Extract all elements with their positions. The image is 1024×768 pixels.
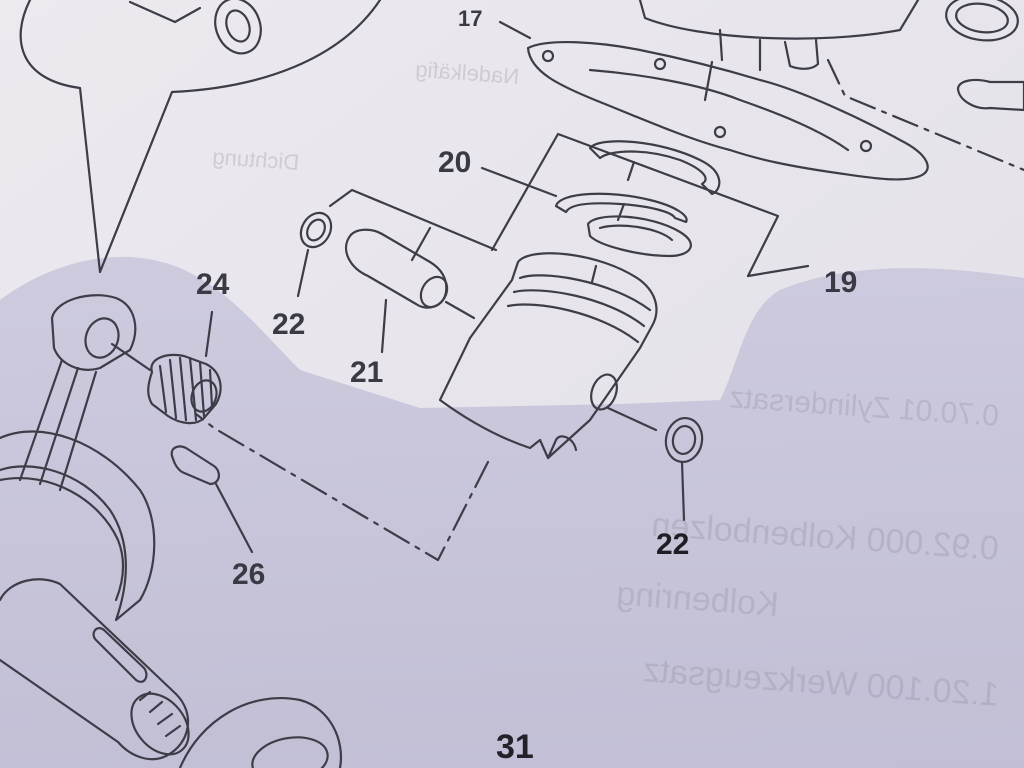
leader-17 bbox=[498, 20, 532, 40]
flywheel-edge bbox=[178, 697, 343, 768]
crankshaft-web bbox=[0, 430, 156, 622]
connecting-rod bbox=[50, 294, 137, 371]
part-label-22-left: 22 bbox=[272, 308, 306, 341]
cylinder-base bbox=[638, 0, 920, 40]
callout-balloon bbox=[19, 0, 382, 274]
bolt-top bbox=[128, 0, 202, 24]
needle-bearing bbox=[147, 353, 222, 425]
hand-shadow bbox=[0, 256, 1024, 768]
piston-pin-bore bbox=[590, 373, 618, 411]
piston-ring-lower bbox=[586, 215, 692, 258]
axis-line-left bbox=[194, 412, 490, 562]
part-label-20: 20 bbox=[438, 146, 472, 179]
part-label-22-right: 22 bbox=[656, 528, 690, 561]
piston-ring-expander bbox=[554, 192, 688, 224]
piston bbox=[438, 252, 658, 460]
piston-ring-top bbox=[588, 140, 721, 196]
circlip-left bbox=[299, 211, 333, 249]
seal-ring-right bbox=[945, 0, 1019, 42]
cylinder-gasket bbox=[526, 41, 929, 181]
part-label-26: 26 bbox=[232, 558, 266, 591]
part-label-17: 17 bbox=[458, 6, 483, 31]
axis-line-right bbox=[826, 58, 1024, 172]
page-number: 31 bbox=[496, 728, 534, 766]
part-label-24: 24 bbox=[196, 268, 230, 301]
ring-set-bracket bbox=[490, 132, 780, 278]
stud-right bbox=[956, 78, 1024, 112]
pin-bracket bbox=[328, 188, 498, 252]
part-label-21: 21 bbox=[350, 356, 384, 389]
part-label-19: 19 bbox=[824, 266, 858, 299]
woodruff-key bbox=[170, 445, 220, 486]
circlip-right bbox=[664, 417, 704, 463]
seal-ring-top bbox=[214, 0, 262, 55]
